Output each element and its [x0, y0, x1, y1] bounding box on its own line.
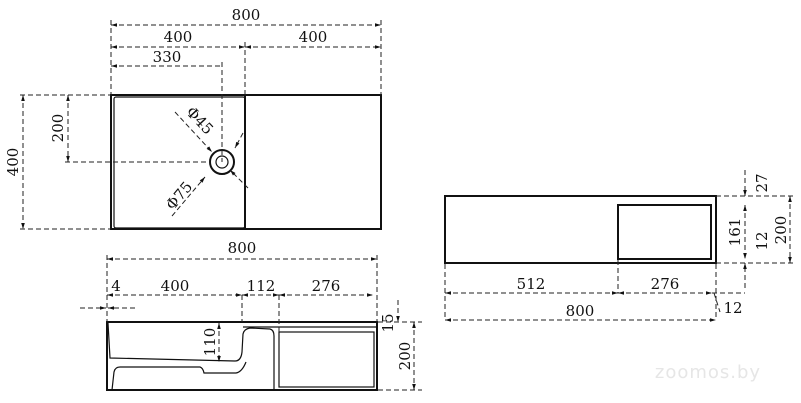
dim-front-overall-width: 800	[228, 239, 257, 257]
dim-top-deck-width: 400	[299, 28, 328, 46]
dim-top-gap: 27	[753, 173, 771, 192]
compartment-section	[278, 331, 375, 388]
dim-basin-depth: 110	[201, 328, 219, 357]
dim-side-compartment-width: 276	[651, 275, 680, 293]
dim-front-height: 200	[396, 342, 414, 371]
top-view: 800 400 400 330 400 200 Φ45 Φ75	[4, 6, 382, 230]
dim-front-compartment-width: 276	[312, 277, 341, 295]
watermark: zoomos.by	[655, 362, 761, 383]
dim-front-wall: 4	[111, 277, 121, 295]
dim-side-height: 200	[772, 216, 790, 245]
dim-side-overall-width: 800	[566, 302, 595, 320]
side-view: 512 276 800 12 27 161 12 200	[444, 170, 795, 322]
dim-drain-outer-diameter: Φ75	[162, 178, 196, 214]
front-section-view: 800 4 400 112 276 110 15 200	[80, 239, 422, 391]
dim-front-basin-width: 400	[161, 277, 190, 295]
dim-front-divider: 112	[247, 277, 276, 295]
dim-side-edge: 12	[723, 299, 742, 317]
dim-top-basin-width: 400	[164, 28, 193, 46]
drain-inner-icon	[215, 155, 229, 169]
dim-compartment-height: 161	[726, 218, 744, 247]
basin-underside	[111, 361, 247, 391]
dim-top-depth: 400	[4, 148, 22, 177]
dim-top-overall-width: 800	[232, 6, 261, 24]
basin-profile	[107, 322, 275, 390]
dim-bottom-gap: 12	[753, 231, 771, 250]
section-outline	[106, 321, 378, 391]
side-outline	[444, 195, 717, 264]
dim-drain-offset-y: 200	[49, 114, 67, 143]
compartment-outline	[617, 204, 712, 260]
dim-rim: 15	[379, 313, 397, 332]
dim-side-left-width: 512	[517, 275, 546, 293]
dim-drain-offset-x: 330	[153, 48, 182, 66]
dim-drain-inner-diameter: Φ45	[182, 103, 217, 138]
